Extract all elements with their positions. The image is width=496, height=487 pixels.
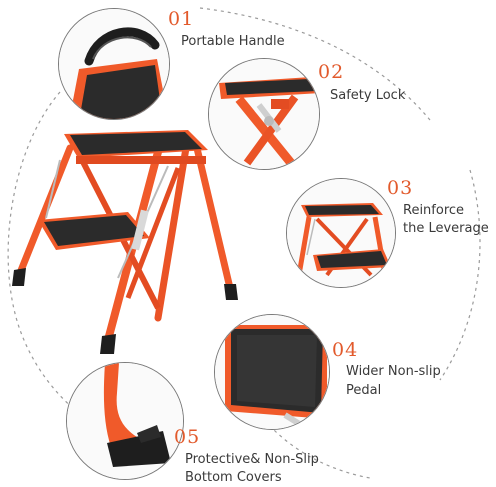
handle-closeup — [58, 8, 170, 120]
callout-number-4: 04 — [332, 339, 359, 361]
callout-label-leverage: the Leverage — [403, 221, 489, 236]
callout-label-portable-handle: Portable Handle — [181, 34, 285, 49]
handle-closeup-icon — [59, 9, 169, 119]
pedal-closeup-icon — [215, 315, 329, 429]
safety-lock-closeup — [208, 58, 320, 170]
callout-label-safety-lock: Safety Lock — [330, 88, 406, 103]
callout-number-3: 03 — [387, 177, 414, 199]
leverage-closeup-icon — [287, 179, 395, 287]
callout-number-1: 01 — [168, 8, 195, 30]
foot-cover-closeup-icon — [67, 363, 183, 479]
callout-label-reinforce: Reinforce — [403, 203, 465, 218]
step-stool-main-image — [12, 130, 238, 354]
callout-number-2: 02 — [318, 61, 345, 83]
safety-lock-closeup-icon — [209, 59, 319, 169]
callout-label-wider-pedal: Wider Non-slip — [346, 364, 441, 379]
pedal-closeup — [214, 314, 330, 430]
callout-label-bottom-covers: Bottom Covers — [185, 470, 282, 485]
leverage-closeup — [286, 178, 396, 288]
callout-number-5: 05 — [174, 426, 201, 448]
callout-label-pedal: Pedal — [346, 383, 382, 398]
callout-label-protective: Protective& Non-Slip — [185, 452, 319, 467]
foot-cover-closeup — [66, 362, 184, 480]
